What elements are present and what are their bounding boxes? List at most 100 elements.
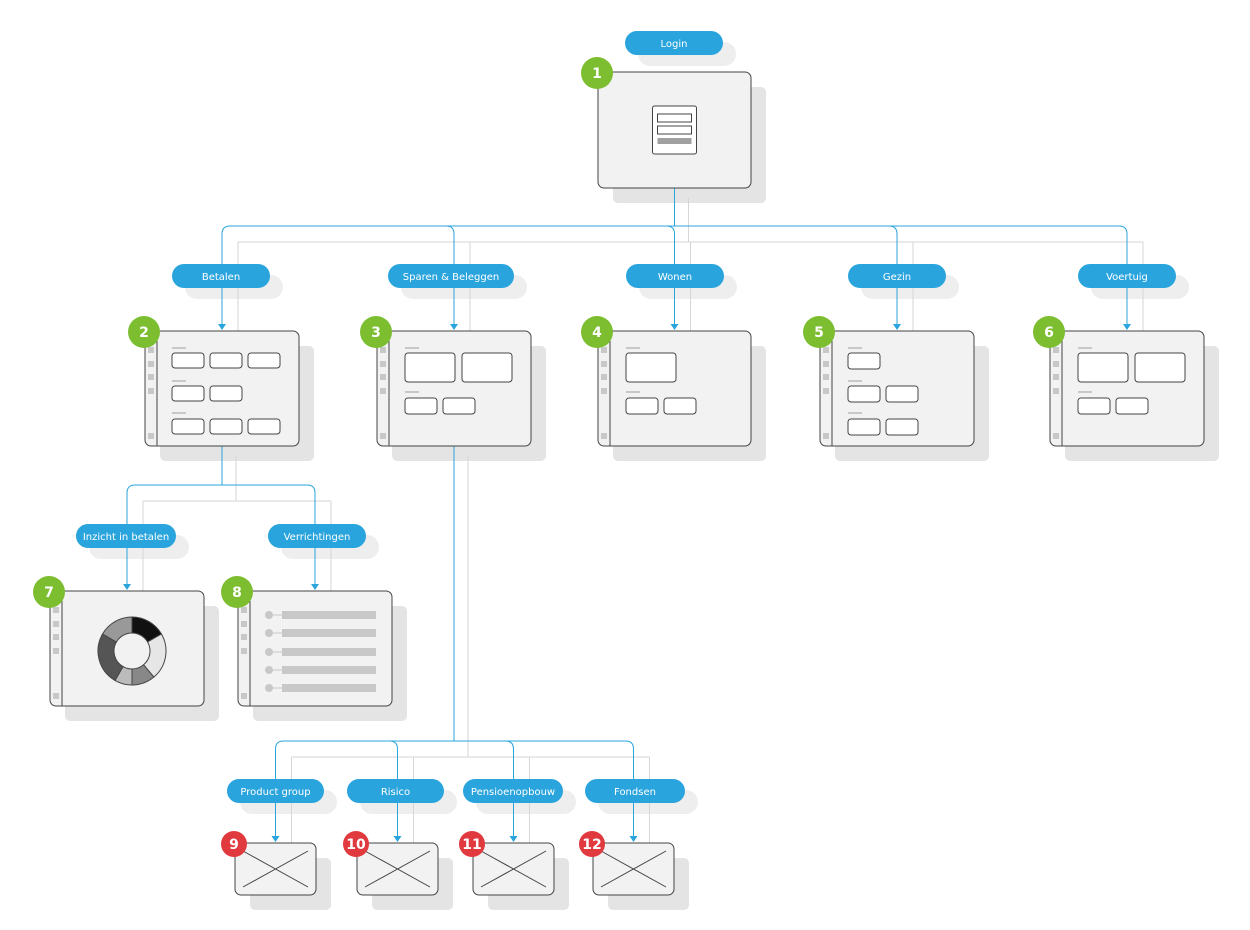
screen-wireframe	[49, 590, 205, 707]
sidebar-icon	[601, 374, 607, 380]
node-label-pill	[347, 779, 444, 803]
step-number-text: 11	[462, 837, 481, 853]
node-label-pill	[626, 264, 724, 288]
placeholder-field	[247, 418, 281, 435]
sidebar-icon	[823, 388, 829, 394]
screen-wireframe	[1049, 330, 1205, 447]
step-number-badge	[33, 576, 65, 608]
connector-branch	[389, 740, 398, 750]
section-heading-placeholder	[626, 391, 640, 393]
node-label-text: Verrichtingen	[284, 532, 351, 543]
sidebar-icon	[601, 433, 607, 439]
placeholder-field	[625, 352, 677, 383]
connector-bus	[275, 740, 634, 750]
connector-branch	[505, 740, 514, 750]
node-label-pill	[625, 31, 723, 55]
sidebar-icon	[823, 433, 829, 439]
list-row-placeholder	[282, 684, 376, 692]
placeholder-field	[209, 352, 243, 369]
sidebar-icon	[148, 388, 154, 394]
step-number-text: 4	[592, 325, 602, 341]
section-heading-placeholder	[848, 347, 862, 349]
list-bullet-icon	[265, 611, 273, 619]
arrow-head-icon	[311, 584, 319, 590]
sidebar-icon	[380, 361, 386, 367]
node-label-text: Betalen	[202, 272, 240, 283]
section-heading-placeholder	[1078, 347, 1092, 349]
placeholder-field	[209, 385, 243, 402]
placeholder-field	[1077, 397, 1111, 415]
sidebar-icon	[380, 347, 386, 353]
step-number-text: 9	[229, 837, 239, 853]
sidebar-icon	[241, 621, 247, 627]
step-number-badge	[459, 831, 485, 857]
sidebar-icon	[823, 347, 829, 353]
arrow-head-icon	[670, 324, 679, 330]
arrow-head-icon	[271, 836, 280, 842]
sidebar-icon	[380, 374, 386, 380]
connector-branch	[445, 225, 455, 235]
node-label-pill	[463, 779, 563, 803]
sidebar-icon	[53, 648, 59, 654]
placeholder-field	[247, 352, 281, 369]
placeholder-field	[1134, 352, 1186, 383]
placeholder-field	[171, 418, 205, 435]
sidebar-icon	[148, 361, 154, 367]
node-label-pill	[585, 779, 685, 803]
list-bullet-icon	[265, 629, 273, 637]
node-label-pill	[172, 264, 270, 288]
connector-layer	[123, 188, 1131, 842]
connector-branch	[888, 225, 898, 235]
section-heading-placeholder	[848, 412, 862, 414]
step-number-text: 10	[346, 837, 366, 853]
node-label-pill	[1078, 264, 1176, 288]
screen-wireframe	[376, 330, 532, 447]
node-label-text: Pensioenopbouw	[471, 787, 555, 798]
node-label-pill	[848, 264, 946, 288]
section-heading-placeholder	[405, 347, 419, 349]
node-label-pill	[227, 779, 324, 803]
node-label-text: Login	[661, 39, 688, 50]
step-number-badge	[360, 316, 392, 348]
screen-wireframe	[597, 330, 752, 447]
sidebar-icon	[601, 361, 607, 367]
sidebar-icon	[1053, 347, 1059, 353]
step-number-text: 6	[1044, 325, 1054, 341]
node-label-text: Risico	[381, 787, 410, 798]
placeholder-field	[442, 397, 476, 415]
list-bullet-icon	[265, 666, 273, 674]
screen-node-11: Pensioenopbouw 11	[459, 779, 563, 896]
placeholder-field	[1077, 352, 1129, 383]
sidebar-icon	[823, 361, 829, 367]
placeholder-cross	[364, 850, 431, 888]
placeholder-field	[663, 397, 697, 415]
arrow-head-icon	[450, 324, 458, 330]
step-number-badge	[221, 576, 253, 608]
sidebar-icon	[148, 374, 154, 380]
arrow-head-icon	[509, 836, 518, 842]
sidebar-icon	[380, 388, 386, 394]
sidebar-icon	[1053, 433, 1059, 439]
node-label-text: Gezin	[883, 272, 911, 283]
step-number-text: 8	[232, 585, 242, 601]
login-submit-button	[657, 138, 692, 144]
donut-segment	[101, 616, 133, 643]
sidebar-icon	[380, 433, 386, 439]
faint-connector	[143, 456, 331, 502]
sidebar-icon	[1053, 361, 1059, 367]
sidebar-icon	[823, 374, 829, 380]
sidebar-icon	[148, 347, 154, 353]
node-label-pill	[76, 524, 176, 548]
placeholder-field	[171, 352, 205, 369]
placeholder-field	[209, 418, 243, 435]
placeholder-field	[885, 418, 919, 436]
section-heading-placeholder	[848, 380, 862, 382]
list-row-placeholder	[282, 629, 376, 637]
sidebar-icon	[241, 693, 247, 699]
section-heading-placeholder	[172, 412, 186, 414]
placeholder-field	[885, 385, 919, 403]
node-label-text: Voertuig	[1106, 272, 1148, 283]
